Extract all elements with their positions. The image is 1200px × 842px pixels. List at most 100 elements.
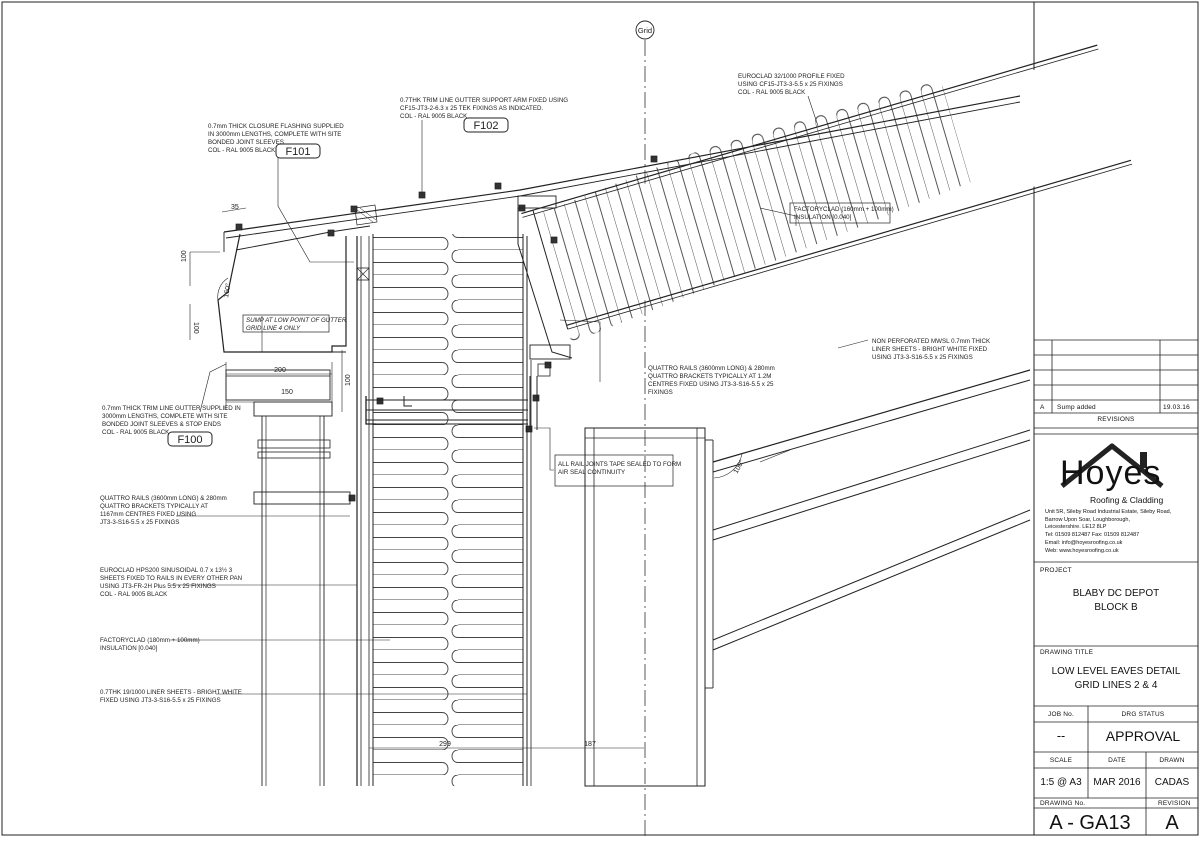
date-value: MAR 2016 <box>1093 777 1141 788</box>
f100-tag: F100 <box>167 431 213 447</box>
drawing-no-label: DRAWING No. <box>1040 800 1086 807</box>
svg-text:LINER SHEETS - BRIGHT WHITE FI: LINER SHEETS - BRIGHT WHITE FIXED <box>872 346 988 353</box>
note-gutter-arm: 0.7THK TRIM LINE GUTTER SUPPORT ARM FIXE… <box>400 97 568 120</box>
company-address: Unit 5R, Sileby Road Industrial Estate, … <box>1045 509 1172 554</box>
job-label: JOB No. <box>1048 711 1074 718</box>
svg-text:QUATTRO BRACKETS TYPICALLY AT: QUATTRO BRACKETS TYPICALLY AT 1.2M <box>648 373 771 380</box>
note-quattro-wall: QUATTRO RAILS (3600mm LONG) & 280mm QUAT… <box>100 495 227 526</box>
dim-299: 299 <box>439 741 451 748</box>
svg-text:SHEETS FIXED TO RAILS IN EVERY: SHEETS FIXED TO RAILS IN EVERY OTHER PAN <box>100 575 242 582</box>
title-block-grid <box>1034 339 1198 835</box>
note-factoryclad-wall: FACTORYCLAD (180mm + 100mm) INSULATION [… <box>100 637 200 652</box>
svg-text:SUMP AT LOW POINT OF GUTTER: SUMP AT LOW POINT OF GUTTER <box>246 317 347 324</box>
dim-160: 160° <box>222 283 232 299</box>
note-frames <box>242 202 891 487</box>
job-value: -- <box>1056 729 1066 743</box>
note-liner: 0.7THK 19/1000 LINER SHEETS - BRIGHT WHI… <box>100 689 242 704</box>
svg-text:JT3-3-S16-5.5 x 25 FIXINGS: JT3-3-S16-5.5 x 25 FIXINGS <box>100 519 179 526</box>
grid-bubble <box>635 20 655 40</box>
rev-letter: A <box>1040 404 1045 411</box>
svg-text:QUATTRO BRACKETS TYPICALLY AT: QUATTRO BRACKETS TYPICALLY AT <box>100 503 208 510</box>
svg-text:CF15-JT3-2-6.3 x 25 TEK FIXING: CF15-JT3-2-6.3 x 25 TEK FIXINGS AS INDIC… <box>400 105 543 112</box>
grid-marker-label: Grid <box>638 26 652 35</box>
roof-buildup <box>521 44 1133 343</box>
svg-text:INSULATION [0.040]: INSULATION [0.040] <box>100 645 158 652</box>
svg-text:FIXED USING JT3-3-S16-5.5 x 25: FIXED USING JT3-3-S16-5.5 x 25 FIXINGS <box>100 697 221 704</box>
dim-100b: 100 <box>192 322 199 334</box>
hoyes-logo <box>1060 443 1164 488</box>
company-name: Hoyes <box>1060 454 1162 492</box>
wall-liner-rails <box>517 195 573 786</box>
svg-text:IN 3000mm LENGTHS, COMPLETE WI: IN 3000mm LENGTHS, COMPLETE WITH SITE <box>208 131 341 138</box>
svg-text:AIR SEAL CONTINUITY: AIR SEAL CONTINUITY <box>558 469 625 476</box>
note-tape: ALL RAIL JOINTS TAPE SEALED TO FORM AIR … <box>558 461 681 476</box>
note-sump: SUMP AT LOW POINT OF GUTTER GRID LINE 4 … <box>246 317 347 332</box>
note-non-perforated: NON PERFORATED MWSL 0.7mm THICK LINER SH… <box>872 338 991 361</box>
svg-text:1167mm CENTRES FIXED USING: 1167mm CENTRES FIXED USING <box>100 511 196 518</box>
svg-text:0.7mm THICK CLOSURE FLASHING S: 0.7mm THICK CLOSURE FLASHING SUPPLIED <box>208 123 344 130</box>
rev-date: 19.03.16 <box>1163 404 1190 411</box>
svg-text:0.7THK TRIM LINE GUTTER SUPPOR: 0.7THK TRIM LINE GUTTER SUPPORT ARM FIXE… <box>400 97 568 104</box>
svg-text:COL - RAL 9005 BLACK: COL - RAL 9005 BLACK <box>102 429 170 436</box>
note-factoryclad-roof: FACTORYCLAD (160mm + 100mm) INSULATION [… <box>794 206 894 221</box>
note-quattro-roof: QUATTRO RAILS (3600mm LONG) & 280mm QUAT… <box>648 365 775 396</box>
downpipe <box>225 369 351 786</box>
svg-text:BONDED JOINT SLEEVES: BONDED JOINT SLEEVES <box>208 139 284 146</box>
svg-text:COL - RAL 9005 BLACK: COL - RAL 9005 BLACK <box>738 89 806 96</box>
scale-value: 1:5 @ A3 <box>1040 777 1082 788</box>
note-euroclad-wall: EUROCLAD HPS200 SINUSOIDAL 0.7 x 13½ 3 S… <box>100 567 242 598</box>
drawing-no-value: A - GA13 <box>1049 812 1131 834</box>
svg-text:QUATTRO RAILS (3600mm LONG) &: QUATTRO RAILS (3600mm LONG) & 280mm <box>648 365 775 372</box>
svg-text:COL - RAL 9005 BLACK: COL - RAL 9005 BLACK <box>208 147 276 154</box>
svg-text:COL - RAL 9005 BLACK: COL - RAL 9005 BLACK <box>400 113 468 120</box>
drawing-title-label: DRAWING TITLE <box>1040 649 1094 656</box>
svg-text:0.7mm THICK TRIM LINE GUTTER S: 0.7mm THICK TRIM LINE GUTTER SUPPLIED IN <box>102 405 241 412</box>
eaves-rail <box>365 396 528 425</box>
dim-100c: 100 <box>345 374 352 386</box>
note-closure: 0.7mm THICK CLOSURE FLASHING SUPPLIED IN… <box>208 123 344 154</box>
dim-187: 187 <box>584 741 596 748</box>
dimension-texts: 35 100 160° 100 200 150 100 299 187 100° <box>181 204 746 748</box>
svg-text:INSULATION [0.040]: INSULATION [0.040] <box>794 214 852 221</box>
grid-line: Grid <box>635 20 655 837</box>
svg-text:3000mm LENGTHS, COMPLETE WITH: 3000mm LENGTHS, COMPLETE WITH SITE <box>102 413 228 420</box>
svg-text:BONDED JOINT SLEEVES & STOP EN: BONDED JOINT SLEEVES & STOP ENDS <box>102 421 221 428</box>
f101-label: F101 <box>285 146 310 158</box>
roof-sheet <box>223 95 1021 252</box>
note-euroclad-roof: EUROCLAD 32/1000 PROFILE FIXED USING CF1… <box>738 73 845 96</box>
scale-label: SCALE <box>1049 757 1073 764</box>
svg-text:USING JT3-FR-2H Plus 5.5 x 25: USING JT3-FR-2H Plus 5.5 x 25 FIXINGS <box>100 583 216 590</box>
dim-35: 35 <box>231 204 239 211</box>
drawn-value: CADAS <box>1154 777 1190 788</box>
svg-text:0.7THK 19/1000 LINER SHEETS -: 0.7THK 19/1000 LINER SHEETS - BRIGHT WHI… <box>100 689 242 696</box>
revision-value: A <box>1165 812 1179 834</box>
svg-text:ALL RAIL JOINTS TAPE SEALED TO: ALL RAIL JOINTS TAPE SEALED TO FORM <box>558 461 681 468</box>
svg-text:CENTRES FIXED USING JT3-3-S16-: CENTRES FIXED USING JT3-3-S16-5.5 x 25 <box>648 381 774 388</box>
dimension-lines <box>189 207 743 749</box>
dim-150: 150 <box>281 389 293 396</box>
company-tel: Tel: 01509 812487 Fax: 01509 812487 <box>1045 532 1140 539</box>
svg-text:FACTORYCLAD (180mm + 100mm): FACTORYCLAD (180mm + 100mm) <box>100 637 200 644</box>
svg-text:NON PERFORATED MWSL 0.7mm THIC: NON PERFORATED MWSL 0.7mm THICK <box>872 338 991 345</box>
project-line2: BLOCK B <box>1094 602 1138 613</box>
svg-text:COL - RAL 9005 BLACK: COL - RAL 9005 BLACK <box>100 591 168 598</box>
note-gutter: 0.7mm THICK TRIM LINE GUTTER SUPPLIED IN… <box>102 405 241 436</box>
closure-flashing <box>354 204 378 226</box>
drawn-label: DRAWN <box>1159 757 1185 764</box>
project-line1: BLABY DC DEPOT <box>1072 588 1160 599</box>
company-email: Email: info@hoyesroofing.co.uk <box>1045 539 1123 546</box>
company-tagline: Roofing & Cladding <box>1090 495 1164 505</box>
leader-lines <box>170 95 869 695</box>
company-web: Web: www.hoyesroofing.co.uk <box>1045 547 1119 554</box>
dim-100deg: 100° <box>732 458 746 475</box>
f101-tag: F101 <box>275 143 321 159</box>
svg-text:USING CF15-JT3-3-5.5 x 25 FIXI: USING CF15-JT3-3-5.5 x 25 FIXINGS <box>738 81 843 88</box>
svg-text:USING JT3-3-S16-5.5 x 25 FIXIN: USING JT3-3-S16-5.5 x 25 FIXINGS <box>872 354 973 361</box>
f102-label: F102 <box>473 120 498 132</box>
revision-label: REVISION <box>1158 800 1191 807</box>
revisions-heading: REVISIONS <box>1097 416 1135 423</box>
svg-text:EUROCLAD HPS200 SINUSOIDAL 0.7: EUROCLAD HPS200 SINUSOIDAL 0.7 x 13½ 3 <box>100 567 233 574</box>
